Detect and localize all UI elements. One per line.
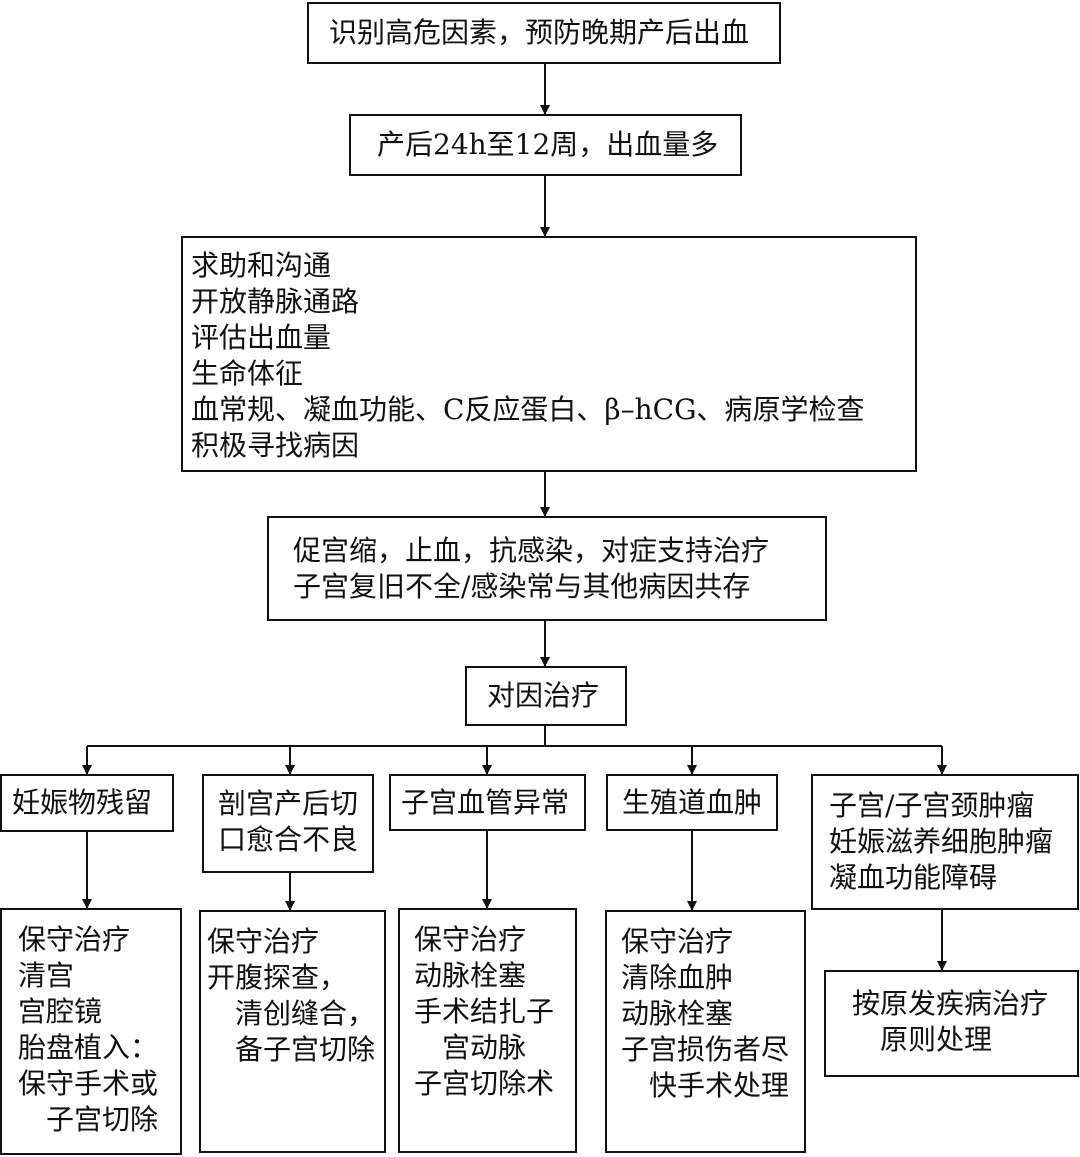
action-line: 保守治疗 [18, 923, 131, 956]
action-line: 保守治疗 [414, 923, 527, 956]
action-line: 动脉栓塞 [414, 959, 527, 992]
cause-title-line: 凝血功能障碍 [829, 861, 998, 894]
action-line: 清创缝合， [235, 997, 376, 1030]
cause-vascular-anomaly: 子宫血管异常 [389, 774, 586, 831]
step-cause-treatment: 对因治疗 [465, 666, 627, 726]
action-line: 手术结扎子 [414, 995, 555, 1028]
action-line: 备子宫切除 [235, 1033, 376, 1066]
assessment-line: 生命体征 [191, 357, 304, 390]
assessment-line: 血常规、凝血功能、C反应蛋白、β–hCG、病原学检查 [191, 393, 865, 426]
step-identify-risk: 识别高危因素，预防晚期产后出血 [307, 2, 781, 64]
assessment-line: 开放静脉通路 [191, 285, 360, 318]
step-identify-risk-text: 识别高危因素，预防晚期产后出血 [329, 16, 750, 49]
action-line: 宫腔镜 [18, 995, 103, 1028]
cause-title-line: 妊娠滋养细胞肿瘤 [829, 825, 1054, 858]
action-cesarean-scar: 保守治疗 开腹探查， 清创缝合， 备子宫切除 [199, 910, 386, 1153]
step-supportive-treatment: 促宫缩，止血，抗感染，对症支持治疗 子宫复旧不全/感染常与其他病因共存 [267, 516, 827, 621]
action-line: 子宫切除术 [414, 1067, 555, 1100]
action-line: 原则处理 [880, 1023, 993, 1056]
cause-title-line: 子宫/子宫颈肿瘤 [829, 789, 1035, 822]
cause-treatment-text: 对因治疗 [487, 679, 600, 712]
action-line: 清除血肿 [621, 961, 734, 994]
cause-tumor-coagulopathy: 子宫/子宫颈肿瘤 妊娠滋养细胞肿瘤 凝血功能障碍 [811, 774, 1079, 910]
assessment-line: 积极寻找病因 [191, 429, 360, 462]
action-line: 子宫切除 [46, 1103, 159, 1136]
action-line: 开腹探查， [207, 961, 348, 994]
cause-title-line: 妊娠物残留 [12, 786, 153, 819]
action-line: 宫动脉 [442, 1031, 527, 1064]
supportive-line: 子宫复旧不全/感染常与其他病因共存 [293, 570, 751, 603]
action-line: 胎盘植入： [18, 1031, 159, 1064]
cause-title-line: 口愈合不良 [217, 823, 358, 856]
cause-title-line: 生殖道血肿 [622, 786, 763, 819]
cause-cesarean-scar: 剖宫产后切 口愈合不良 [202, 774, 374, 873]
cause-genital-hematoma: 生殖道血肿 [606, 774, 778, 831]
action-line: 保守治疗 [207, 925, 320, 958]
assessment-line: 评估出血量 [191, 321, 332, 354]
action-line: 清宫 [18, 959, 75, 992]
cause-retained-products: 妊娠物残留 [0, 774, 174, 832]
action-line: 按原发疾病治疗 [852, 987, 1049, 1020]
assessment-line: 求助和沟通 [191, 249, 332, 282]
action-genital-hematoma: 保守治疗 清除血肿 动脉栓塞 子宫损伤者尽 快手术处理 [605, 910, 806, 1153]
step-initial-assessment: 求助和沟通 开放静脉通路 评估出血量 生命体征 血常规、凝血功能、C反应蛋白、β… [181, 236, 917, 472]
action-line: 快手术处理 [649, 1069, 790, 1102]
step-bleeding-onset-text: 产后24h至12周，出血量多 [377, 128, 719, 161]
action-line: 动脉栓塞 [621, 997, 734, 1030]
step-bleeding-onset: 产后24h至12周，出血量多 [349, 114, 742, 176]
cause-title-line: 剖宫产后切 [217, 787, 358, 820]
action-vascular-anomaly: 保守治疗 动脉栓塞 手术结扎子 宫动脉 子宫切除术 [398, 908, 577, 1153]
supportive-line: 促宫缩，止血，抗感染，对症支持治疗 [293, 534, 770, 567]
action-line: 保守手术或 [18, 1067, 159, 1100]
cause-title-line: 子宫血管异常 [401, 786, 570, 819]
action-line: 子宫损伤者尽 [621, 1033, 790, 1066]
action-line: 保守治疗 [621, 925, 734, 958]
action-retained-products: 保守治疗 清宫 宫腔镜 胎盘植入： 保守手术或 子宫切除 [0, 908, 182, 1155]
action-tumor-coagulopathy: 按原发疾病治疗 原则处理 [824, 970, 1079, 1077]
